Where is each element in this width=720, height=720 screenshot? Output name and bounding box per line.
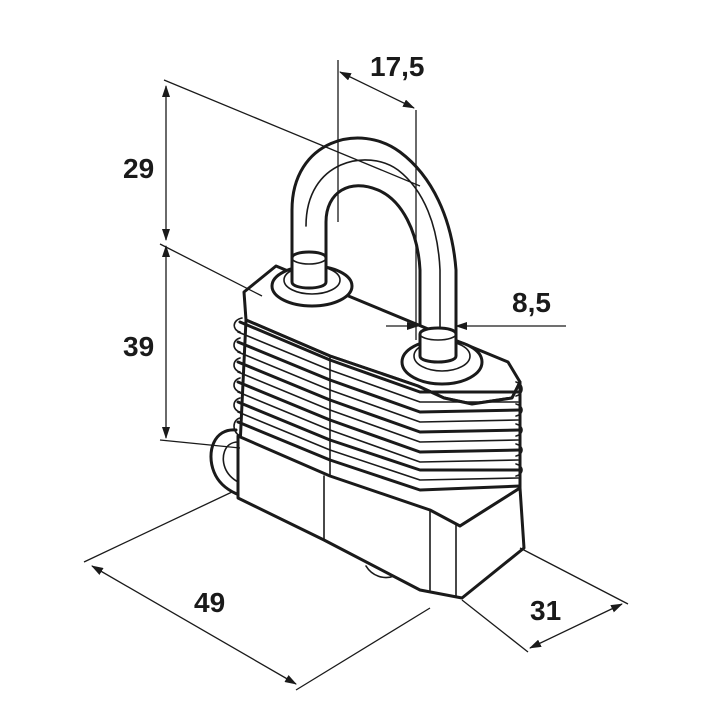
dim-label-body-height: 39 <box>123 331 154 362</box>
shackle <box>290 136 458 354</box>
padlock <box>209 136 526 600</box>
dim-label-shackle-diameter: 8,5 <box>512 287 551 318</box>
dimension-lines <box>83 60 629 691</box>
dim-label-body-depth: 31 <box>530 595 561 626</box>
shackle-collar-left <box>270 250 354 308</box>
lock-body <box>233 264 526 600</box>
shackle-collar-right <box>400 326 484 386</box>
dim-label-body-width: 49 <box>194 587 225 618</box>
dim-label-shackle-inner-width: 17,5 <box>370 51 425 82</box>
dim-label-shackle-height: 29 <box>123 153 154 184</box>
